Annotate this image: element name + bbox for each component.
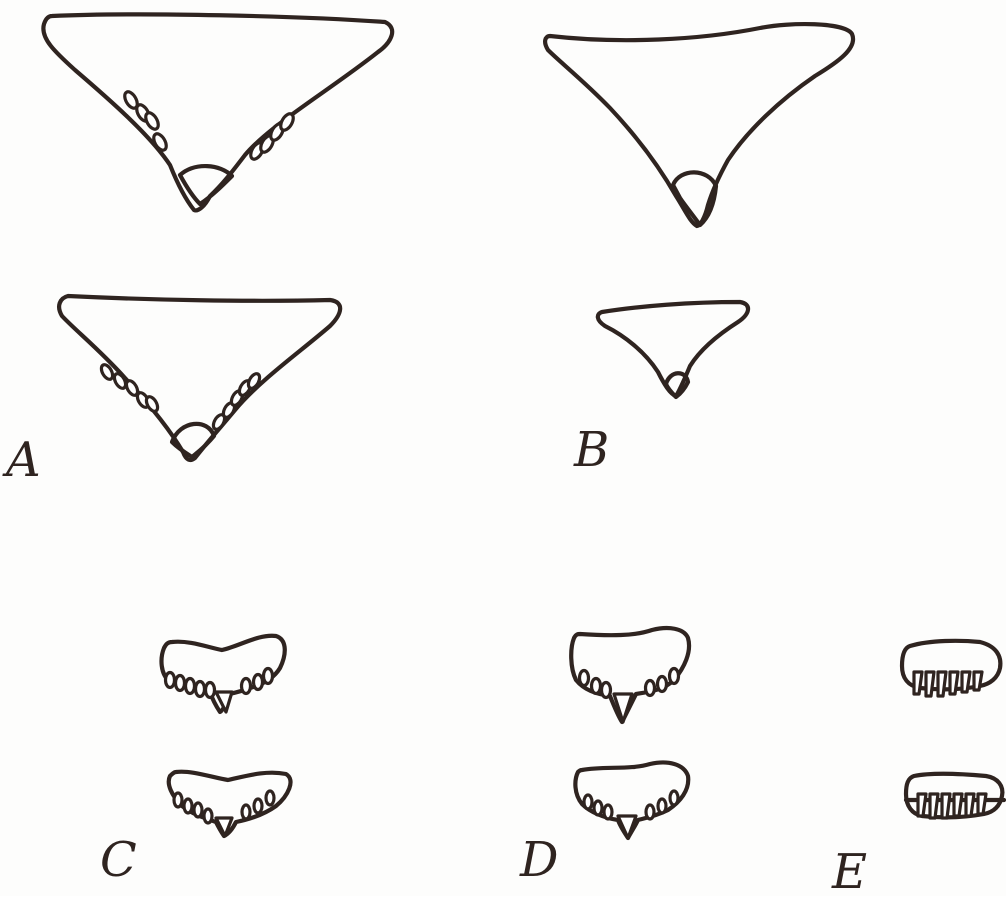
comb-tooth <box>942 794 950 818</box>
panel-d-drawing-top <box>571 628 689 722</box>
panel-c: C <box>100 636 291 888</box>
comb-tooth <box>966 794 974 816</box>
panel-b-top-outline <box>545 24 853 226</box>
denticle <box>254 675 263 690</box>
panel-d-drawing-bottom <box>575 763 688 839</box>
panel-c-bottom-denticles <box>174 791 274 836</box>
comb-tooth <box>954 794 962 816</box>
denticle <box>143 111 161 132</box>
panel-a-bottom-center-node <box>172 424 214 457</box>
panel-a-top-right-denticles <box>248 112 296 162</box>
denticle <box>658 677 667 692</box>
comb-tooth <box>918 794 926 816</box>
denticle <box>254 799 262 813</box>
denticle <box>278 112 296 133</box>
denticle <box>592 679 601 694</box>
comb-tooth <box>914 672 922 694</box>
panel-e-drawing-bottom <box>906 774 1004 818</box>
comb-tooth <box>978 794 986 814</box>
denticle <box>658 799 666 813</box>
panel-d-bottom-denticles <box>584 791 678 838</box>
denticle <box>151 132 169 153</box>
comb-tooth <box>950 672 958 694</box>
comb-tooth <box>938 672 946 696</box>
panel-d-label: D <box>519 832 558 888</box>
panel-a-top-outline <box>43 14 392 210</box>
denticle <box>174 793 182 807</box>
denticle <box>242 805 250 819</box>
panel-a-drawing-bottom <box>59 296 340 460</box>
denticle <box>264 669 273 684</box>
panel-b-drawing-bottom <box>598 302 748 397</box>
panel-b-bottom-outline <box>598 302 748 396</box>
panel-a-drawing-top <box>43 14 392 210</box>
panel-d-top-denticles <box>580 669 679 723</box>
panel-c-top-denticles <box>166 669 273 713</box>
denticle <box>176 676 185 691</box>
panel-c-drawing-bottom <box>169 772 291 836</box>
denticle <box>196 682 205 697</box>
comb-tooth <box>974 672 982 690</box>
panel-a: A <box>2 14 392 488</box>
panel-d: D <box>519 628 689 888</box>
denticle <box>580 671 589 686</box>
panel-a-label: A <box>2 432 41 488</box>
denticle <box>186 679 195 694</box>
denticle <box>166 673 175 688</box>
panel-e-top-comb-teeth <box>914 672 982 696</box>
denticle <box>646 681 655 696</box>
denticle <box>144 395 160 413</box>
denticle <box>206 683 215 698</box>
denticle <box>584 795 592 809</box>
comb-tooth <box>930 794 938 818</box>
denticle <box>266 791 274 805</box>
denticle <box>194 803 202 817</box>
denticle <box>604 805 612 819</box>
denticle <box>670 791 678 805</box>
panel-a-bottom-outline <box>59 296 340 460</box>
panel-a-bottom-right-denticles <box>211 372 262 431</box>
denticle <box>602 683 611 698</box>
panel-a-bottom-left-denticles <box>99 363 160 413</box>
comb-tooth <box>962 672 970 692</box>
denticle <box>184 799 192 813</box>
panel-b-drawing-top <box>545 24 853 226</box>
panel-c-label: C <box>100 832 137 888</box>
panel-e-label: E <box>831 844 867 896</box>
denticle <box>670 669 679 684</box>
panel-e-drawing-top <box>902 641 1000 696</box>
panel-b-label: B <box>573 422 609 478</box>
denticle <box>646 805 654 819</box>
panel-e: E <box>831 641 1004 896</box>
denticle <box>242 679 251 694</box>
panel-b: B <box>545 24 853 478</box>
panel-c-drawing-top <box>162 636 285 712</box>
comb-tooth <box>926 672 934 696</box>
denticle <box>594 801 602 815</box>
denticle <box>204 809 212 823</box>
